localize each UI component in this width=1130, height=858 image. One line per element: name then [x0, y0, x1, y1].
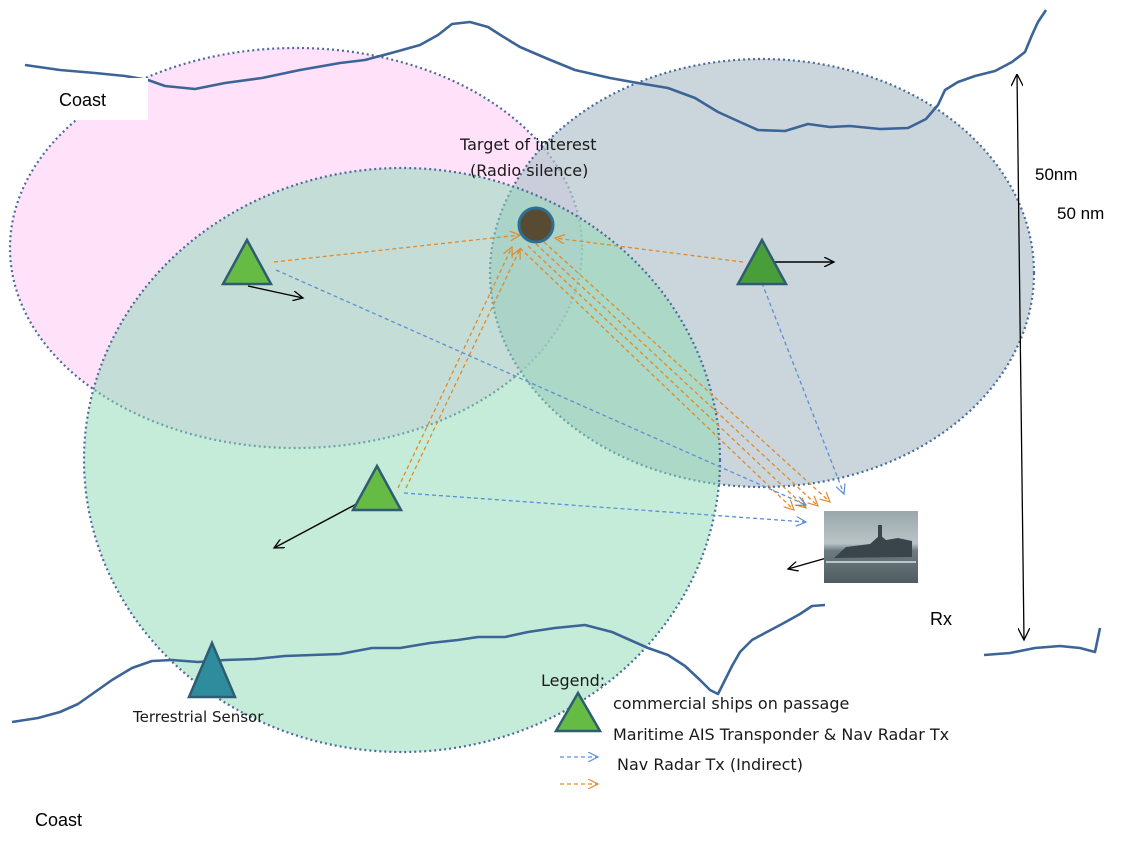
radar-arrow-ship2-target-b: [405, 249, 520, 489]
coastline-bottom: [11, 603, 826, 724]
legend-radar-indirect-label: Nav Radar Tx (Indirect): [617, 755, 803, 774]
coast-top-label: Coast: [59, 90, 106, 110]
rx-label: Rx: [930, 609, 952, 629]
green-coverage-zone: [82, 166, 722, 754]
ais-arrow-ship1-rx: [275, 269, 806, 505]
ais-arrow-ship3-rx: [761, 282, 844, 494]
range-indicator-arrow: [1017, 74, 1024, 640]
ais-arrows: [275, 269, 844, 522]
target-circle-icon: [517, 206, 555, 244]
range-label-a: 50nm: [1035, 165, 1078, 184]
target-label-line1: Target of interest: [459, 135, 596, 154]
legend: Legend: commercial ships on passage Mari…: [541, 671, 949, 784]
radar-arrow-ship3-target: [555, 238, 744, 263]
coastline-top: [24, 9, 1048, 133]
ship-3-triangle-icon: [735, 237, 789, 286]
target-label-line2: (Radio silence): [470, 161, 588, 180]
legend-title: Legend:: [541, 671, 605, 690]
radar-arrow-target-rx-a: [519, 247, 794, 510]
commercial-ships: [220, 237, 789, 512]
radar-arrow-target-rx-c: [535, 243, 818, 506]
radar-arrow-ship1-target: [273, 235, 520, 263]
range-label-b: 50 nm: [1057, 204, 1104, 223]
coastline-right: [983, 627, 1102, 657]
heading-arrow-ship1: [247, 285, 303, 298]
rx-warship-photo: [824, 511, 918, 583]
legend-ship-triangle-icon: [553, 690, 603, 733]
radar-arrow-target-rx-b: [527, 245, 806, 508]
coast-bottom-label: Coast: [35, 810, 82, 830]
terrestrial-sensor-label: Terrestrial Sensor: [132, 708, 264, 726]
coast-top-label-bg: [38, 78, 148, 120]
ship-2-triangle-icon: [350, 463, 404, 512]
radar-arrow-ship2-target-a: [397, 247, 512, 489]
ship-1-triangle-icon: [220, 237, 274, 286]
legend-ais-label: Maritime AIS Transponder & Nav Radar Tx: [613, 725, 949, 744]
terrestrial-sensor-triangle-icon: [187, 639, 237, 699]
radar-indirect-arrows: [273, 235, 830, 510]
coastlines: [11, 9, 1102, 724]
radar-arrow-target-rx-d: [543, 241, 830, 502]
legend-ships-label: commercial ships on passage: [613, 694, 849, 713]
